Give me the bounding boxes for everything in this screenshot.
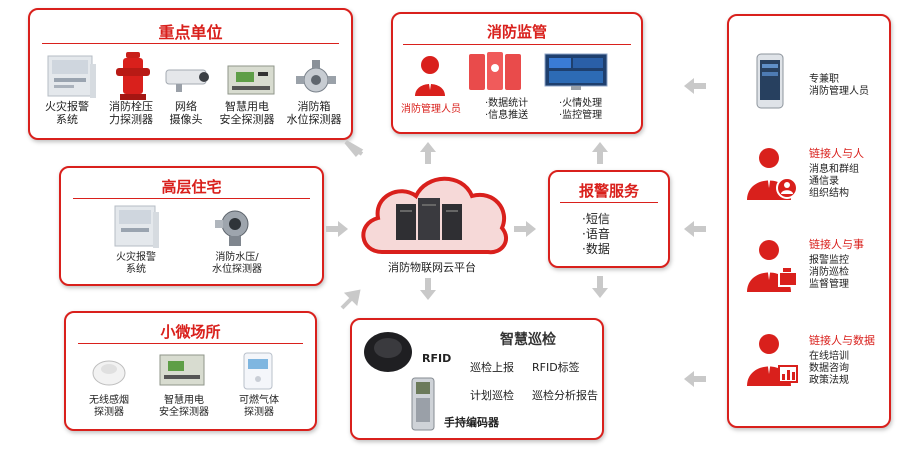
high-rise-rule bbox=[73, 198, 310, 199]
alarm-service-title: 报警服务 bbox=[578, 182, 639, 200]
arrow-right-to-supervision bbox=[684, 78, 706, 94]
key-unit-label-3: 网络 摄像头 bbox=[169, 100, 203, 126]
arrow-right-to-patrol bbox=[684, 371, 706, 387]
supervision-bullet-2: ·信息推送 bbox=[485, 110, 529, 121]
smartphone-icon bbox=[756, 53, 784, 109]
key-unit-label-4: 智慧用电 安全探测器 bbox=[219, 100, 275, 126]
group-2-line-1: 报警监控 bbox=[809, 255, 849, 266]
group-2-line-2: 消防巡检 bbox=[809, 267, 849, 278]
group-2-line-3: 监督管理 bbox=[809, 279, 849, 290]
high-rise-panel: 高层住宅 火灾报警 系统 消防水压/ 水位探测器 bbox=[59, 166, 324, 286]
supervision-bullet-1: ·数据统计 bbox=[485, 98, 529, 109]
arrow-small-venue-to-cloud bbox=[340, 289, 361, 310]
phone-app-icon bbox=[469, 52, 521, 90]
small-venue-label-2: 智慧用电 安全探测器 bbox=[159, 395, 209, 418]
group-3-line-3: 政策法规 bbox=[809, 375, 849, 386]
supervision-panel: 消防监管 消防管理人员 ·数据统计 ·信息推送 ·火情处理 ·监控管理 bbox=[391, 12, 643, 134]
person-icon bbox=[415, 56, 445, 96]
group-1-line-2: 通信录 bbox=[809, 176, 839, 187]
cloud-platform-label: 消防物联网云平台 bbox=[388, 261, 476, 274]
pressure-sensor-icon bbox=[215, 210, 249, 246]
key-units-panel: 重点单位 火灾报警 系统 消防栓压 力探测器 网络 摄像头 智慧用电 安全探测器… bbox=[28, 8, 353, 140]
electric-detector-icon bbox=[159, 354, 205, 386]
arrow-high-rise-to-cloud bbox=[326, 221, 348, 237]
small-venue-label-1: 无线感烟 探测器 bbox=[89, 395, 129, 418]
group-title-1: 链接人与人 bbox=[809, 147, 864, 160]
rfid-label: RFID bbox=[422, 352, 452, 365]
small-venue-title: 小微场所 bbox=[160, 323, 221, 341]
patrol-feature-4: 巡检分析报告 bbox=[532, 389, 598, 402]
patrol-title: 智慧巡检 bbox=[500, 332, 556, 348]
high-rise-label-2: 消防水压/ 水位探测器 bbox=[212, 252, 262, 275]
fire-alarm-panel-icon bbox=[114, 205, 159, 248]
arrow-alarm-to-supervision bbox=[592, 142, 608, 164]
rfid-tag-icon bbox=[364, 332, 412, 372]
handheld-encoder-label: 手持编码器 bbox=[444, 416, 499, 429]
water-level-sensor-icon bbox=[296, 60, 336, 93]
supervision-bullet-4: ·监控管理 bbox=[559, 110, 603, 121]
alarm-service-rule bbox=[560, 202, 658, 203]
group-3-line-2: 数据咨询 bbox=[809, 363, 849, 374]
group-title-2: 链接人与事 bbox=[809, 238, 864, 251]
supervision-person-label: 消防管理人员 bbox=[401, 104, 461, 115]
fire-alarm-panel-icon bbox=[47, 55, 96, 98]
handheld-encoder-icon bbox=[411, 377, 435, 431]
arrow-cloud-to-supervision bbox=[420, 142, 436, 164]
group-title-3: 链接人与数据 bbox=[809, 334, 875, 347]
alarm-bullet-2: ·语音 bbox=[582, 227, 610, 241]
key-unit-label-5: 消防箱 水位探测器 bbox=[286, 100, 342, 126]
smoke-detector-icon bbox=[92, 360, 126, 386]
person-group-icon bbox=[747, 148, 798, 200]
fire-hydrant-icon bbox=[116, 52, 150, 100]
person-task-icon bbox=[747, 240, 798, 292]
small-venue-label-3: 可燃气体 探测器 bbox=[239, 395, 279, 418]
small-venue-panel: 小微场所 无线感烟 探测器 智慧用电 安全探测器 可燃气体 探测器 bbox=[64, 311, 317, 431]
phone-label: 专兼职 消防管理人员 bbox=[809, 74, 869, 97]
patrol-feature-2: RFID标签 bbox=[532, 361, 580, 374]
arrow-cloud-to-alarm bbox=[514, 221, 536, 237]
arrow-right-to-alarm bbox=[684, 221, 706, 237]
group-1-line-3: 组织结构 bbox=[809, 188, 849, 199]
supervision-bullet-3: ·火情处理 bbox=[559, 98, 603, 109]
high-rise-label-1: 火灾报警 系统 bbox=[116, 252, 156, 275]
patrol-panel: RFID 手持编码器 智慧巡检 巡检上报 RFID标签 计划巡检 巡检分析报告 bbox=[350, 318, 604, 440]
alarm-service-panel: 报警服务 ·短信 ·语音 ·数据 bbox=[548, 170, 670, 268]
right-panel: 专兼职 消防管理人员 链接人与人 消息和群组 通信录 组织结构 链接人与事 报警… bbox=[727, 14, 891, 428]
person-data-icon bbox=[747, 334, 798, 386]
arrow-key-units-to-cloud bbox=[344, 140, 364, 157]
small-venue-rule bbox=[78, 343, 303, 344]
supervision-rule bbox=[403, 44, 631, 45]
key-units-title: 重点单位 bbox=[158, 23, 223, 42]
arrow-alarm-to-patrol bbox=[592, 276, 608, 298]
cloud-platform-icon bbox=[361, 176, 508, 255]
alarm-bullet-1: ·短信 bbox=[582, 212, 610, 226]
camera-icon bbox=[165, 69, 209, 92]
group-1-line-1: 消息和群组 bbox=[809, 164, 859, 175]
dashboard-screen-icon bbox=[544, 53, 608, 90]
key-units-rule bbox=[42, 43, 339, 44]
high-rise-title: 高层住宅 bbox=[161, 178, 222, 196]
key-unit-label-2: 消防栓压 力探测器 bbox=[109, 100, 153, 126]
supervision-title: 消防监管 bbox=[486, 23, 547, 41]
gas-detector-icon bbox=[243, 352, 273, 390]
key-unit-label-1: 火灾报警 系统 bbox=[45, 100, 89, 126]
arrow-cloud-to-patrol bbox=[420, 278, 436, 300]
electric-detector-icon bbox=[227, 65, 275, 95]
group-3-line-1: 在线培训 bbox=[809, 351, 849, 362]
patrol-feature-1: 巡检上报 bbox=[470, 361, 514, 374]
patrol-feature-3: 计划巡检 bbox=[470, 389, 514, 402]
alarm-bullet-3: ·数据 bbox=[582, 242, 610, 256]
